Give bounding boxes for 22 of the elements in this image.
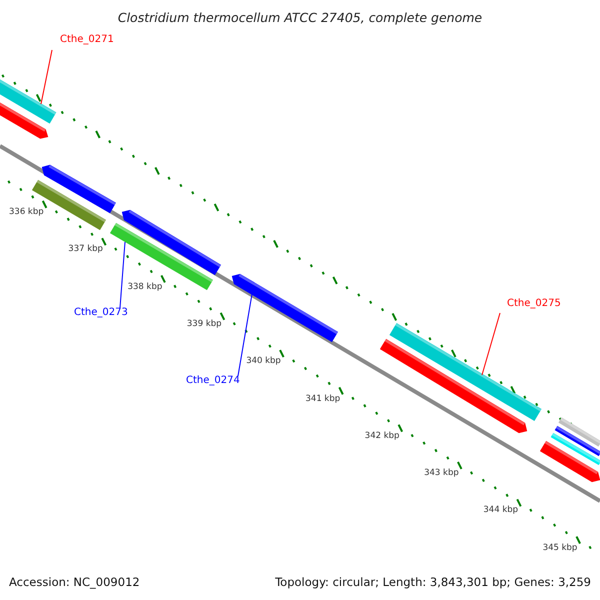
position-label: 336 kbp — [9, 207, 44, 217]
position-label: 345 kbp — [542, 542, 578, 553]
position-label: 337 kbp — [68, 244, 103, 254]
position-label: 340 kbp — [246, 356, 281, 366]
leader-line — [120, 242, 126, 308]
gene-arrow — [389, 322, 542, 422]
gene-arrow — [110, 222, 214, 290]
title: Clostridium thermocellum ATCC 27405, complete genome — [118, 9, 482, 27]
position-label: 343 kbp — [424, 468, 459, 478]
gene-label: Cthe_0275 — [507, 298, 561, 310]
position-label: 344 kbp — [483, 505, 518, 516]
gene-arrow — [232, 274, 338, 342]
gene-label: Cthe_0274 — [186, 375, 240, 387]
leader-line — [40, 50, 52, 104]
position-label: 341 kbp — [306, 394, 340, 404]
genome-summary-text: Topology: circular; Length: 3,843,301 bp; Genes: 3,259 — [275, 574, 591, 591]
accession-text: Accession: NC_009012 — [9, 574, 140, 591]
gene-label: Cthe_0271 — [60, 34, 114, 46]
leader-line — [238, 294, 252, 376]
gene-label: Cthe_0273 — [74, 307, 128, 319]
leader-line — [482, 312, 500, 376]
position-label: 338 kbp — [128, 282, 162, 292]
